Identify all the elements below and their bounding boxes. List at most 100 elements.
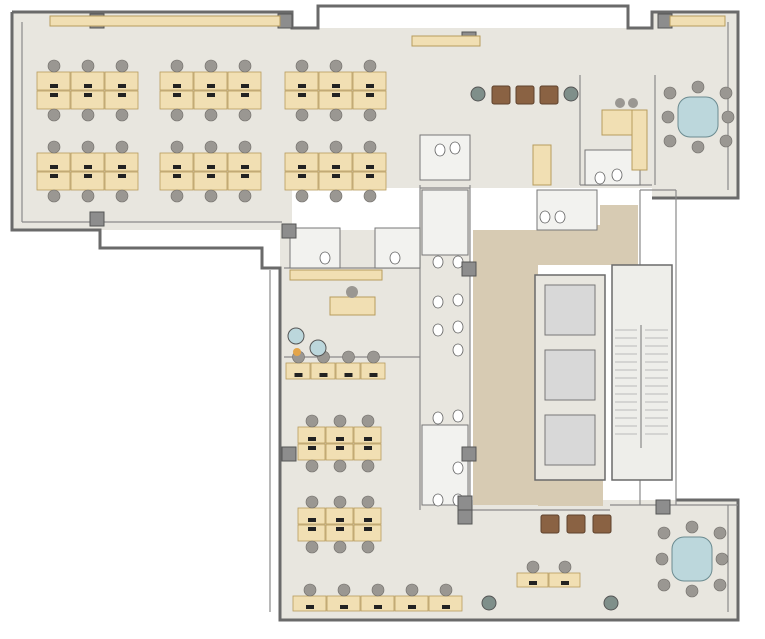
toilet-icon bbox=[611, 168, 623, 182]
chair bbox=[526, 560, 540, 574]
toilet-icon bbox=[389, 251, 401, 265]
chair bbox=[333, 495, 347, 509]
round-table-2 bbox=[309, 339, 327, 357]
monitor-icon bbox=[308, 446, 316, 450]
stair-treads bbox=[615, 325, 668, 448]
chair bbox=[204, 189, 218, 203]
monitor-icon bbox=[366, 93, 374, 97]
toilet-icon bbox=[434, 143, 446, 157]
monitor-icon bbox=[50, 174, 58, 178]
meeting-chair bbox=[663, 86, 677, 100]
chair bbox=[115, 108, 129, 122]
monitor-icon bbox=[173, 84, 181, 88]
workstation-cluster bbox=[159, 140, 262, 203]
reception bbox=[532, 109, 648, 186]
meeting-chair bbox=[691, 140, 705, 154]
monitor-icon bbox=[374, 605, 382, 609]
toilet-icon bbox=[452, 461, 464, 475]
monitor-icon bbox=[442, 605, 450, 609]
toilet-icon bbox=[539, 210, 551, 224]
meeting-chair bbox=[657, 526, 671, 540]
meeting-table-north bbox=[677, 96, 719, 138]
chair bbox=[115, 189, 129, 203]
toilet-icon bbox=[554, 210, 566, 224]
restroom-core bbox=[289, 134, 641, 507]
monitor-icon bbox=[84, 174, 92, 178]
column bbox=[655, 499, 671, 515]
chair bbox=[238, 140, 252, 154]
monitor-icon bbox=[308, 527, 316, 531]
chair bbox=[405, 583, 419, 597]
chair bbox=[329, 59, 343, 73]
chair bbox=[361, 414, 375, 428]
chair bbox=[305, 414, 319, 428]
plants bbox=[470, 86, 619, 611]
monitor-icon bbox=[207, 165, 215, 169]
workstation-cluster bbox=[516, 560, 581, 588]
chair bbox=[81, 59, 95, 73]
meeting-chair bbox=[715, 552, 729, 566]
meeting-chair bbox=[719, 86, 733, 100]
plant-icon bbox=[481, 595, 497, 611]
monitor-icon bbox=[340, 605, 348, 609]
chair bbox=[170, 140, 184, 154]
chair bbox=[204, 108, 218, 122]
monitor-icon bbox=[298, 174, 306, 178]
monitor-icon bbox=[298, 93, 306, 97]
plant-icon bbox=[603, 595, 619, 611]
chair bbox=[47, 108, 61, 122]
chair bbox=[295, 140, 309, 154]
chair bbox=[295, 189, 309, 203]
armchair bbox=[491, 85, 511, 105]
monitor-icon bbox=[366, 84, 374, 88]
monitor-icon bbox=[50, 84, 58, 88]
chair bbox=[337, 583, 351, 597]
chair bbox=[371, 583, 385, 597]
stool bbox=[293, 348, 301, 356]
chair bbox=[333, 540, 347, 554]
chair bbox=[170, 108, 184, 122]
chair bbox=[295, 108, 309, 122]
column bbox=[461, 261, 477, 277]
monitor-icon bbox=[207, 93, 215, 97]
monitor-icon bbox=[241, 165, 249, 169]
monitor-icon bbox=[336, 527, 344, 531]
monitor-icon bbox=[118, 84, 126, 88]
chair bbox=[305, 459, 319, 473]
meeting-chair bbox=[663, 134, 677, 148]
monitor-icon bbox=[336, 446, 344, 450]
monitor-icon bbox=[118, 165, 126, 169]
side-console bbox=[532, 144, 552, 186]
plant-icon bbox=[470, 86, 486, 102]
monitor-icon bbox=[364, 437, 372, 441]
toilet-icon bbox=[432, 323, 444, 337]
meeting-chair bbox=[685, 520, 699, 534]
monitor-icon bbox=[332, 174, 340, 178]
workstation-cluster bbox=[292, 583, 463, 612]
monitor-icon bbox=[84, 84, 92, 88]
chair bbox=[342, 350, 355, 364]
toilet-icon bbox=[432, 493, 444, 507]
elevator-car-3 bbox=[544, 414, 596, 466]
monitor-icon bbox=[207, 174, 215, 178]
chair bbox=[361, 495, 375, 509]
meeting-chair bbox=[657, 578, 671, 592]
chair bbox=[329, 108, 343, 122]
chair bbox=[363, 108, 377, 122]
chair bbox=[47, 140, 61, 154]
toilet-icon bbox=[432, 255, 444, 269]
chair bbox=[361, 540, 375, 554]
monitor-icon bbox=[366, 165, 374, 169]
chair bbox=[329, 189, 343, 203]
monitor-icon bbox=[332, 93, 340, 97]
toilet-icon bbox=[449, 141, 461, 155]
elevator-lobby-corridor bbox=[473, 205, 638, 506]
toilet-icon bbox=[319, 251, 331, 265]
monitor-icon bbox=[118, 174, 126, 178]
workstation-cluster bbox=[297, 495, 382, 554]
workstation-cluster bbox=[159, 59, 262, 122]
monitor-icon bbox=[84, 165, 92, 169]
meeting-chair bbox=[661, 110, 675, 124]
reception-chair bbox=[615, 98, 625, 108]
chair bbox=[346, 286, 358, 298]
